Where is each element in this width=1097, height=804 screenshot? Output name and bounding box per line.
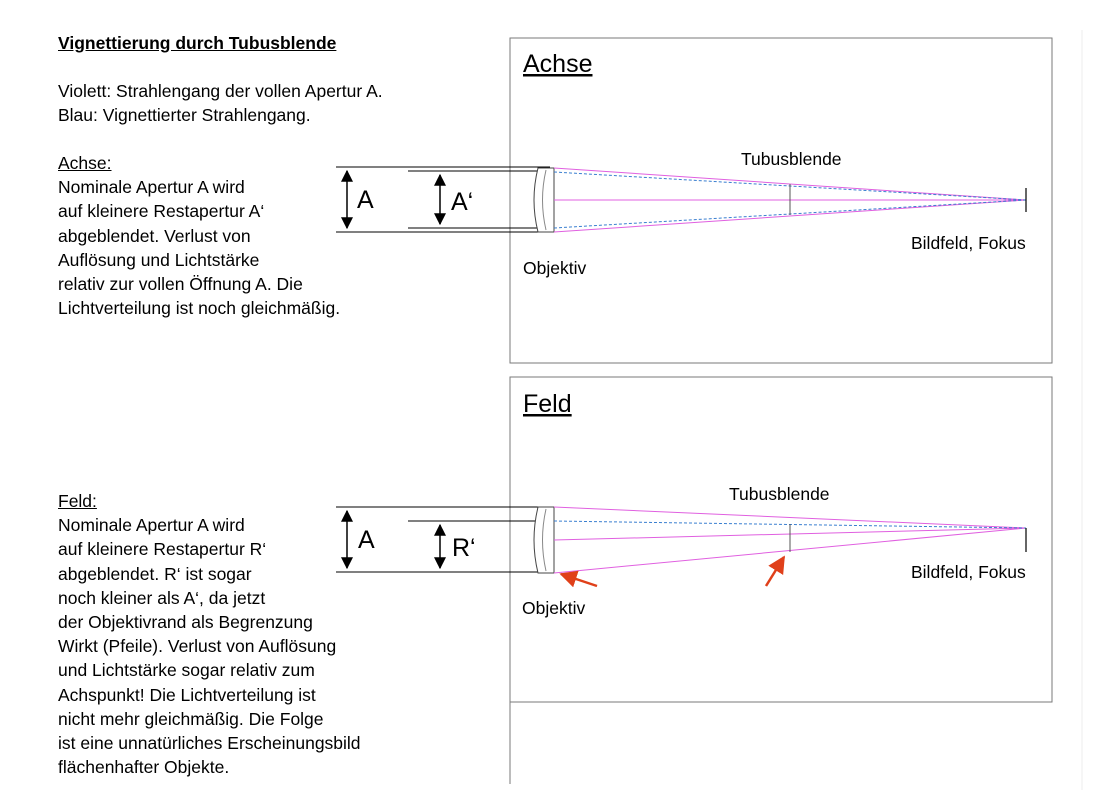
feld-line: Wirkt (Pfeile). Verlust von Auflösung	[58, 636, 337, 657]
feld-line: nicht mehr gleichmäßig. Die Folge	[58, 708, 324, 729]
tubusblende-label: Tubusblende	[729, 484, 830, 504]
feld-line: und Lichtstärke sogar relativ zum	[58, 660, 315, 681]
objective-lens	[533, 506, 555, 574]
feld-line: ist eine unnatürliches Erscheinungsbild	[58, 733, 361, 754]
feld-line: Nominale Apertur A wird	[58, 515, 245, 536]
feld-line: der Objektivrand als Begrenzung	[58, 612, 313, 633]
rest-aperture-label: R‘	[452, 534, 476, 562]
feld-panel-title: Feld	[523, 390, 572, 418]
feld-line: noch kleiner als A‘, da jetzt	[58, 587, 266, 608]
bildfeld-label: Bildfeld, Fokus	[911, 562, 1026, 582]
feld-line: auf kleinere Restapertur R‘	[58, 539, 267, 560]
bildfeld-label: Bildfeld, Fokus	[911, 233, 1026, 253]
achse-line: abgeblendet. Verlust von	[58, 225, 251, 246]
rest-aperture-label: A‘	[451, 188, 473, 216]
violet-ray-bottom	[553, 199, 1027, 233]
achse-panel-frame	[509, 37, 1053, 364]
red-arrow-lens-edge	[559, 570, 598, 588]
objective-lens	[533, 167, 555, 233]
red-arrow-tube-stop	[764, 555, 786, 587]
aperture-label: A	[358, 526, 375, 554]
color-legend: Violett: Strahlengang der vollen Apertur…	[58, 79, 383, 127]
feld-line: flächenhafter Objekte.	[58, 757, 230, 778]
achse-line: Nominale Apertur A wird	[58, 177, 245, 198]
diagram-title: Vignettierung durch Tubusblende	[58, 33, 337, 53]
achse-line: relativ zur vollen Öffnung A. Die	[58, 274, 303, 295]
achse-description: Achse: Nominale Apertur A wird auf klein…	[58, 151, 340, 320]
tubusblende-label: Tubusblende	[741, 149, 842, 169]
violet-ray-top	[553, 506, 1027, 529]
aperture-label: A	[357, 186, 374, 214]
achse-panel-title: Achse	[523, 50, 592, 78]
legend-violet: Violett: Strahlengang der vollen Apertur…	[58, 81, 383, 101]
achse-line: Auflösung und Lichtstärke	[58, 249, 260, 270]
objektiv-label: Objektiv	[522, 598, 585, 618]
feld-heading: Feld:	[58, 491, 97, 511]
feld-description: Feld: Nominale Apertur A wird auf kleine…	[58, 489, 361, 779]
objektiv-label: Objektiv	[523, 258, 586, 278]
objective-lens-inner	[542, 169, 547, 231]
feld-line: abgeblendet. R‘ ist sogar	[58, 563, 252, 584]
achse-line: auf kleinere Restapertur A‘	[58, 201, 265, 222]
legend-blue: Blau: Vignettierter Strahlengang.	[58, 105, 311, 126]
feld-panel-frame	[509, 376, 1053, 703]
objective-lens-inner	[542, 508, 547, 572]
achse-heading: Achse:	[58, 153, 112, 173]
feld-line: Achspunkt! Die Lichtverteilung ist	[58, 684, 316, 705]
achse-line: Lichtverteilung ist noch gleichmäßig.	[58, 298, 341, 319]
